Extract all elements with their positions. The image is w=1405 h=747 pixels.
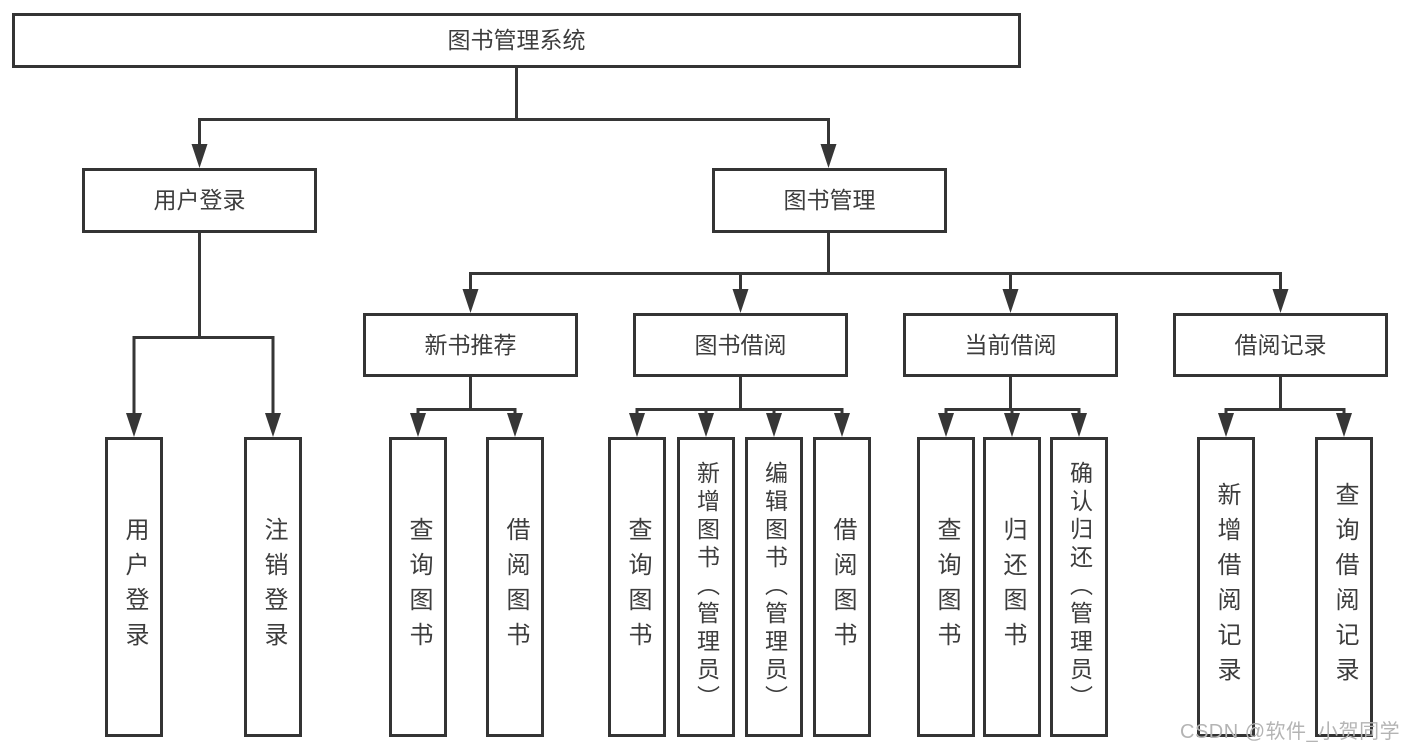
leaf-borrow-books: 借阅图书	[813, 437, 871, 737]
connectors-new-book	[410, 377, 523, 437]
leaf-add-books-admin: 新增图书（管理员）	[677, 437, 735, 737]
node-user-login: 用户登录	[82, 168, 317, 233]
leaf-confirm-return-admin: 确认归还（管理员）	[1050, 437, 1108, 737]
leaf-query-borrow-record: 查询借阅记录	[1315, 437, 1373, 737]
connectors-root	[191, 68, 837, 168]
connectors-book-management	[462, 233, 1289, 313]
connectors-book-borrow	[629, 377, 850, 437]
leaf-add-borrow-record: 新增借阅记录	[1197, 437, 1255, 737]
leaf-borrow-books-recommend: 借阅图书	[486, 437, 544, 737]
leaf-query-books-current: 查询图书	[917, 437, 975, 737]
leaf-query-books-borrow: 查询图书	[608, 437, 666, 737]
node-borrow-records: 借阅记录	[1173, 313, 1388, 377]
leaf-logout: 注销登录	[244, 437, 302, 737]
leaf-user-login: 用户登录	[105, 437, 163, 737]
leaf-return-books: 归还图书	[983, 437, 1041, 737]
connectors-user-login	[126, 233, 281, 437]
leaf-edit-books-admin: 编辑图书（管理员）	[745, 437, 803, 737]
node-book-management: 图书管理	[712, 168, 947, 233]
connectors-borrow-records	[1218, 377, 1352, 437]
node-book-borrow: 图书借阅	[633, 313, 848, 377]
node-current-borrow: 当前借阅	[903, 313, 1118, 377]
leaf-query-books-recommend: 查询图书	[389, 437, 447, 737]
node-root-system: 图书管理系统	[12, 13, 1021, 68]
node-new-book-recommend: 新书推荐	[363, 313, 578, 377]
connectors-current-borrow	[938, 377, 1087, 437]
csdn-watermark: CSDN @软件_小贺同学	[1180, 721, 1401, 743]
